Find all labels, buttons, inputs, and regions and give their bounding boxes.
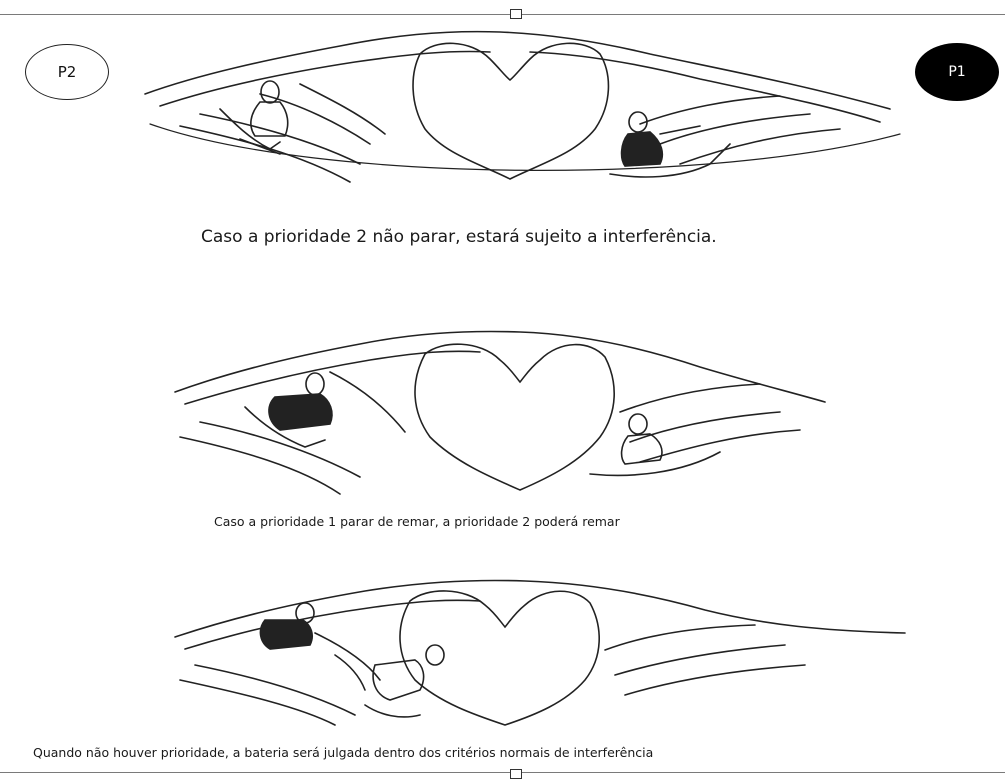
caption-priority-one-stops: Caso a prioridade 1 parar de remar, a pr… [214,514,620,529]
bottom-resize-handle[interactable] [510,769,522,779]
caption-no-priority: Quando não houver prioridade, a bateria … [33,745,653,760]
wave-illustration-1 [120,14,920,214]
wave-illustration-3 [165,565,925,730]
bottom-border-line [0,772,1005,773]
priority-2-label: P2 [58,63,77,81]
caption-interference-warning: Caso a prioridade 2 não parar, estará su… [201,227,717,247]
priority-1-label: P1 [948,64,965,80]
priority-2-badge: P2 [25,44,109,100]
wave-illustration-2 [160,312,840,502]
priority-1-badge: P1 [915,43,999,101]
